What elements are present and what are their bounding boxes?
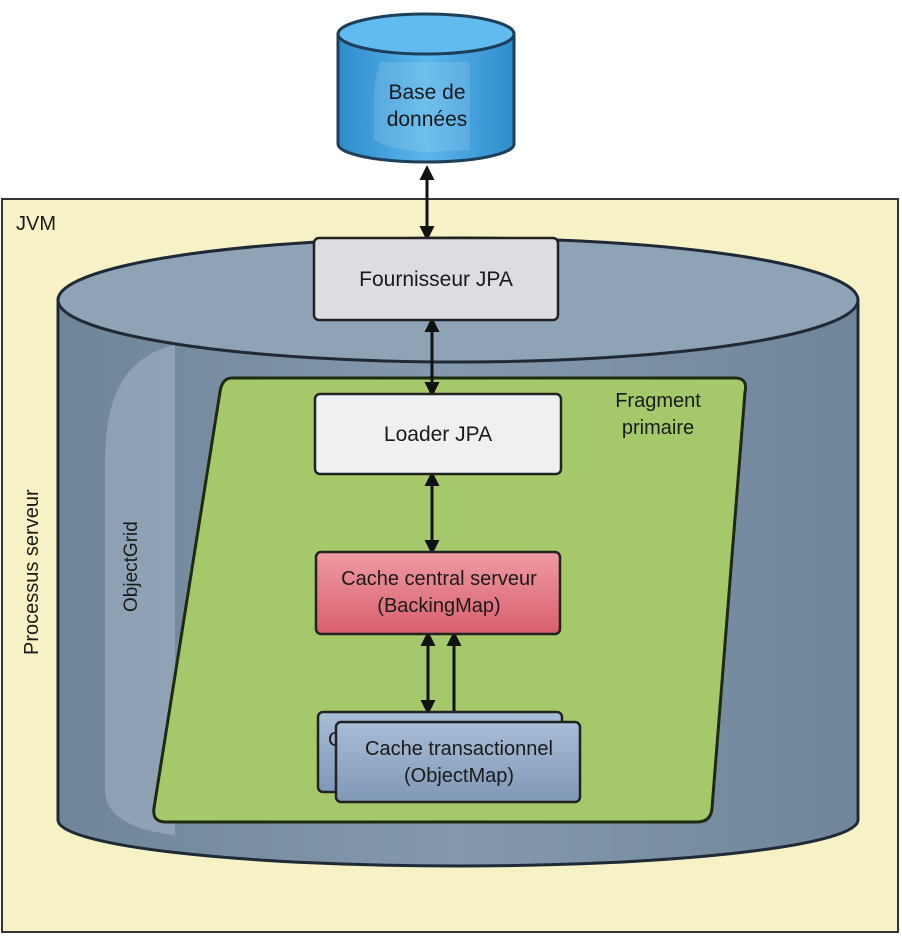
server-cache-label-line2: (BackingMap) — [377, 595, 500, 617]
database-label-line2: données — [387, 108, 468, 131]
jpa-provider-label: Fournisseur JPA — [359, 268, 513, 291]
server-process-label: Processus serveur — [21, 489, 43, 655]
server-cache-box — [314, 550, 562, 636]
server-cache-label-line1: Cache central serveur — [341, 568, 537, 590]
database-cylinder — [336, 12, 516, 164]
jpa-provider-box — [312, 236, 560, 322]
jpa-loader-box — [313, 392, 563, 476]
transaction-cache-box-front — [334, 720, 582, 804]
primary-fragment-label-line2: primaire — [622, 417, 694, 439]
jpa-loader-label: Loader JPA — [384, 423, 492, 446]
jvm-label: JVM — [16, 213, 56, 235]
transaction-cache-label-line1: Cache transactionnel — [365, 738, 553, 760]
database-label-line1: Base de — [388, 81, 465, 104]
transaction-cache-label-line2: (ObjectMap) — [404, 765, 514, 787]
primary-fragment-label-line1: Fragment — [615, 390, 701, 412]
objectgrid-label: ObjectGrid — [121, 521, 142, 612]
